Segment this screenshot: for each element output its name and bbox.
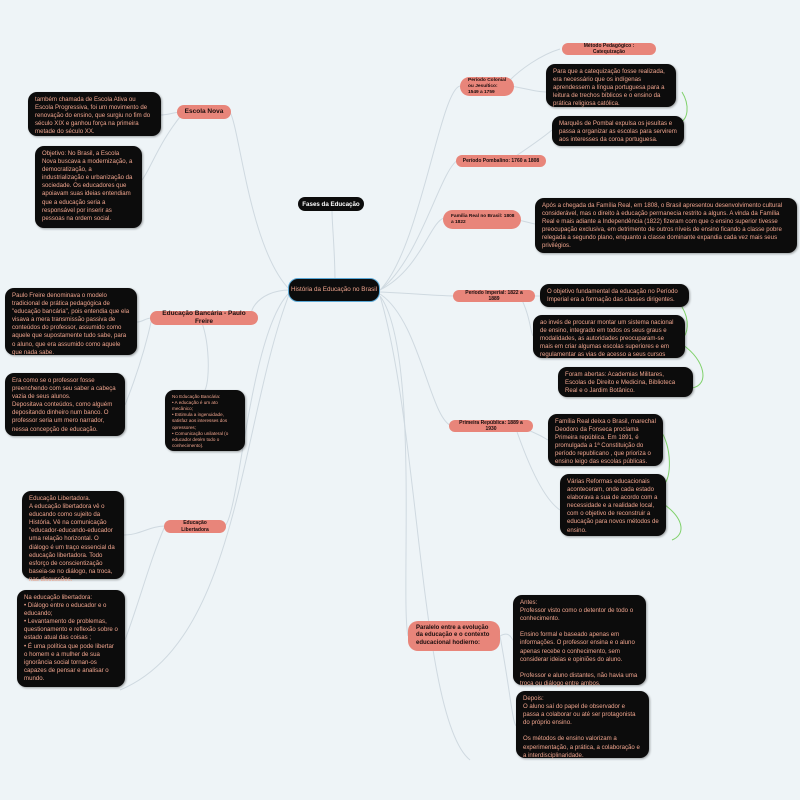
republica-note-1: Família Real deixa o Brasil, marechal De… bbox=[548, 414, 663, 466]
escola-nova-note-2: Objetivo: No Brasil, a Escola Nova busca… bbox=[35, 146, 142, 228]
metodo-pill[interactable]: Método Pedagógico : Catequização bbox=[562, 43, 656, 55]
paralelo-note-antes: Antes: Professor visto como o detentor d… bbox=[513, 595, 646, 687]
metodo-label: Método Pedagógico : Catequização bbox=[583, 42, 635, 55]
bancaria-note-1: Paulo Freire denominava o modelo tradici… bbox=[5, 288, 137, 356]
imperial-note-3: Foram abertas: Academias Militares, Esco… bbox=[558, 367, 693, 397]
pombalino-note: Marquês de Pombal expulsa os jesuítas e … bbox=[552, 116, 684, 146]
pombalino-pill[interactable]: Período Pombalino: 1760 a 1808 bbox=[456, 155, 546, 167]
root-node[interactable]: História da Educação no Brasil bbox=[288, 278, 380, 302]
libertadora-note-2: Na educação libertadora: • Diálogo entre… bbox=[17, 590, 125, 687]
hub-label: Fases da Educação bbox=[302, 200, 360, 208]
familia-real-label: Família Real no Brasil: 1808 a 1822 bbox=[451, 213, 515, 225]
familia-real-pill[interactable]: Família Real no Brasil: 1808 a 1822 bbox=[443, 210, 521, 229]
educacao-bancaria-pill[interactable]: Educação Bancária - Paulo Freire bbox=[150, 309, 258, 325]
republica-pill[interactable]: Primeira República: 1889 a 1930 bbox=[449, 420, 533, 432]
bancaria-note-2: Era como se o professor fosse preenchend… bbox=[5, 373, 125, 436]
educacao-libertadora-pill[interactable]: Educação Libertadora bbox=[164, 520, 226, 533]
republica-note-2: Várias Reformas educacionais aconteceram… bbox=[560, 474, 666, 536]
familia-real-note: Após a chegada da Família Real, em 1808,… bbox=[535, 198, 797, 253]
libertadora-note-1: Educação Libertadora. A educação liberta… bbox=[22, 491, 124, 583]
paralelo-note-depois: Depois: O aluno saí do papel de observad… bbox=[516, 691, 649, 759]
escola-nova-pill[interactable]: Escola Nova bbox=[177, 105, 231, 119]
escola-nova-label: Escola Nova bbox=[184, 107, 224, 115]
educacao-libertadora-label: Educação Libertadora bbox=[181, 520, 209, 533]
colonial-note: Para que a catequização fosse realizada,… bbox=[546, 64, 676, 107]
republica-label: Primeira República: 1889 a 1930 bbox=[459, 419, 523, 432]
bancaria-note-3: No Educação Bancária: • A educação é um … bbox=[165, 390, 245, 451]
paralelo-pill[interactable]: Paralelo entre a evolução da educação e … bbox=[408, 621, 500, 651]
root-label: História da Educação no Brasil bbox=[290, 285, 378, 293]
educacao-bancaria-label: Educação Bancária - Paulo Freire bbox=[162, 309, 246, 325]
paralelo-label: Paralelo entre a evolução da educação e … bbox=[416, 624, 490, 646]
pombalino-label: Período Pombalino: 1760 a 1808 bbox=[462, 157, 540, 164]
colonial-label: Período Colonial ou Jesuítico: 1549 a 17… bbox=[468, 77, 507, 95]
imperial-label: Período Imperial: 1822 a 1889 bbox=[465, 289, 523, 302]
hub-node[interactable]: Fases da Educação bbox=[298, 197, 364, 211]
imperial-note-1: O objetivo fundamental da educação no Pe… bbox=[540, 284, 689, 307]
imperial-pill[interactable]: Período Imperial: 1822 a 1889 bbox=[453, 290, 535, 302]
imperial-note-2: ao invés de procurar montar um sistema n… bbox=[533, 315, 685, 358]
colonial-pill[interactable]: Período Colonial ou Jesuítico: 1549 a 17… bbox=[460, 77, 514, 96]
escola-nova-note-1: também chamada de Escola Ativa ou Escola… bbox=[28, 92, 161, 136]
